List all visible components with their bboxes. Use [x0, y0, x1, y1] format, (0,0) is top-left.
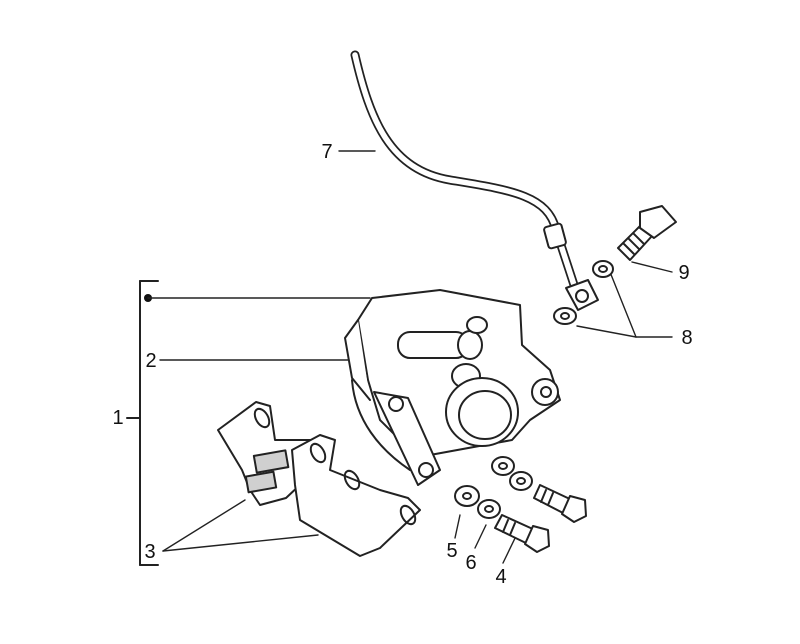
callout-3: 3 — [144, 541, 156, 563]
brake-hose — [350, 50, 599, 311]
sealing-washers — [553, 260, 614, 325]
callout-5: 5 — [446, 540, 458, 562]
mounting-bolts — [494, 484, 587, 553]
callout-6: 6 — [465, 552, 477, 574]
callout-9: 9 — [678, 262, 690, 284]
group-bracket — [126, 280, 159, 566]
banjo-bolt — [617, 205, 677, 261]
callout-8: 8 — [681, 327, 693, 349]
callout-1: 1 — [112, 407, 124, 429]
callout-7: 7 — [321, 141, 333, 163]
caliper-body — [344, 289, 561, 486]
mounting-washers — [454, 456, 533, 519]
brake-pads — [217, 401, 421, 557]
leader-lines — [147, 150, 673, 564]
callout-2: 2 — [145, 350, 157, 372]
callout-4: 4 — [495, 566, 507, 588]
